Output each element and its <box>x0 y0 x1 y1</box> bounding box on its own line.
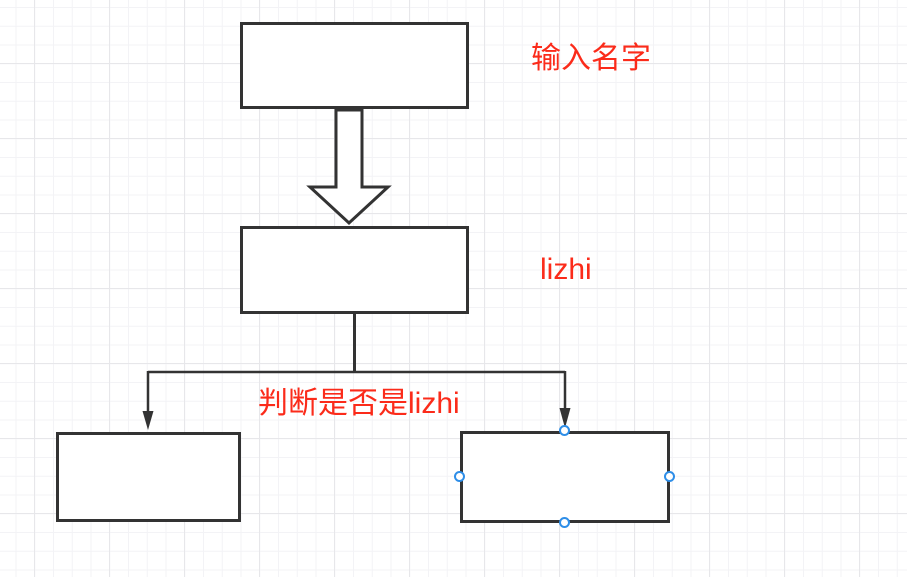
connection-handle-bottom[interactable] <box>559 517 570 528</box>
flowchart-node-top[interactable] <box>240 22 469 109</box>
connector-branch-right[interactable] <box>559 371 571 428</box>
connection-handle-left[interactable] <box>454 471 465 482</box>
annotation-input-name[interactable]: 输入名字 <box>531 42 651 75</box>
flowchart-node-middle[interactable] <box>240 226 469 314</box>
connector-stem[interactable] <box>148 314 565 374</box>
flowchart-node-bottom-left[interactable] <box>56 432 241 522</box>
flowchart-node-bottom-right-selected[interactable] <box>460 431 670 523</box>
connection-handle-right[interactable] <box>664 471 675 482</box>
block-arrow-down[interactable] <box>306 108 392 226</box>
connection-handle-top[interactable] <box>559 425 570 436</box>
connector-branch-left[interactable] <box>142 371 154 430</box>
annotation-lizhi[interactable]: lizhi <box>540 253 592 286</box>
annotation-judge[interactable]: 判断是否是lizhi <box>258 387 460 420</box>
